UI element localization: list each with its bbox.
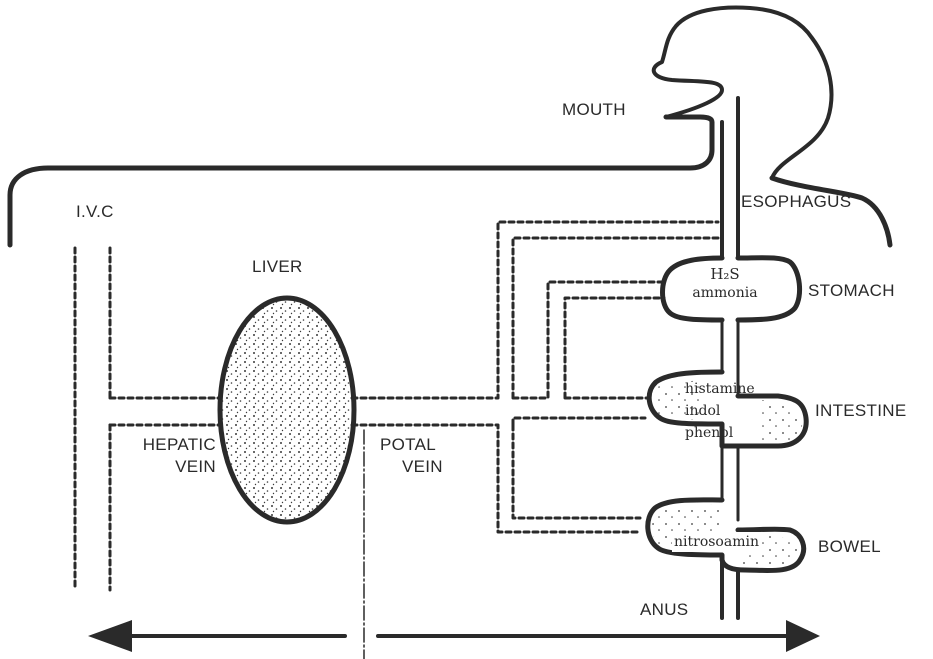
- ivc-label: I.V.C: [76, 202, 114, 222]
- intestine-substances: histamine indol phenol: [685, 378, 755, 444]
- portal-vein-label: POTAL VEIN: [380, 434, 443, 478]
- bowel-substances: nitrosoamin: [672, 532, 761, 552]
- liver-label: LIVER: [252, 257, 303, 277]
- mouth-label: MOUTH: [562, 100, 626, 120]
- intestine-label: INTESTINE: [815, 401, 907, 421]
- bowel-label: BOWEL: [818, 537, 881, 557]
- stomach-label: STOMACH: [808, 281, 895, 301]
- head-outline: [654, 8, 832, 178]
- body-outline: [10, 117, 712, 245]
- liver: [220, 298, 354, 522]
- arrow-head-left: [88, 620, 132, 652]
- esophagus-label: ESOPHAGUS: [741, 192, 851, 212]
- stomach-substances: H₂S ammonia: [675, 265, 775, 303]
- hepatic-vein: [110, 398, 220, 425]
- hepatic-vein-label: HEPATIC VEIN: [112, 434, 216, 478]
- arrow-head-right: [786, 620, 820, 652]
- anus-label: ANUS: [640, 600, 688, 620]
